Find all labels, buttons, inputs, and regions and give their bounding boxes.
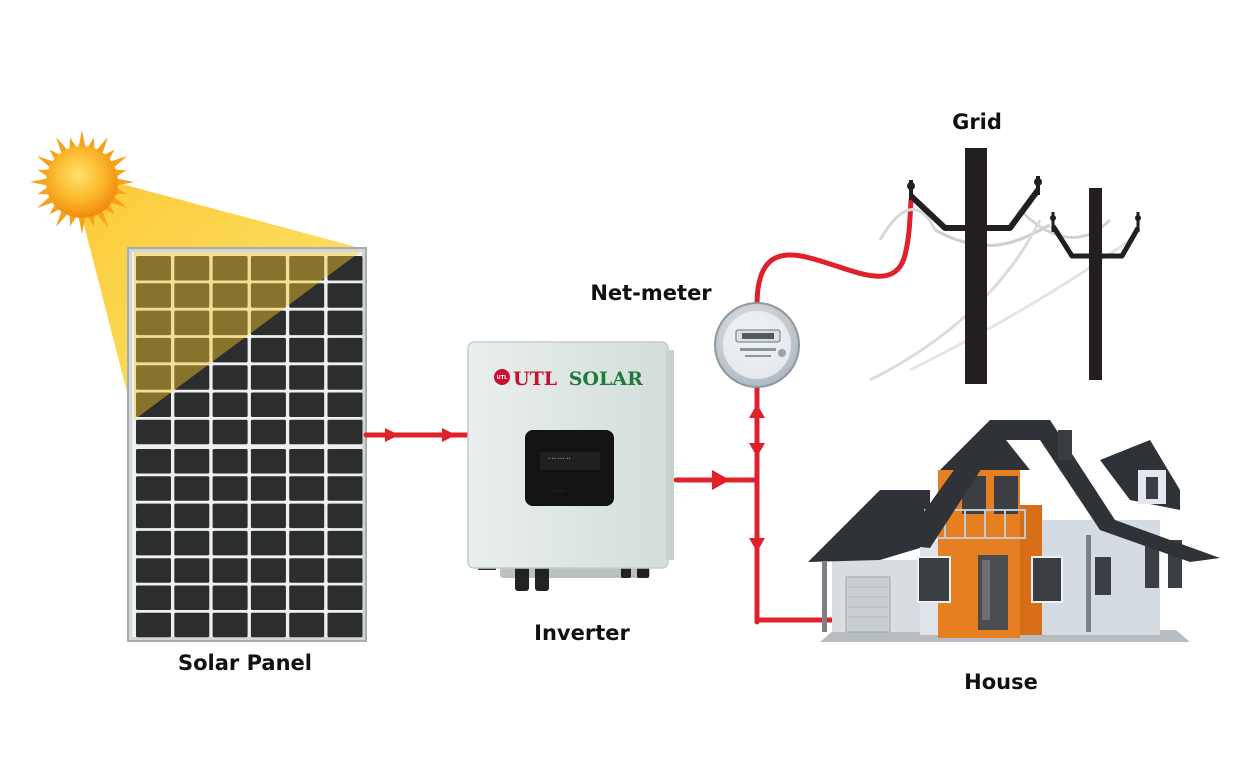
svg-text:◦ ◦ ◦ ◦: ◦ ◦ ◦ ◦ (552, 488, 565, 493)
inverter-icon: • •• ••• •• ◦ ◦ ◦ ◦ UTL UTL SOLAR (467, 341, 674, 591)
utl-logo-mark (494, 369, 510, 385)
net-meter-icon (714, 302, 800, 388)
solar-panel-icon (127, 247, 367, 642)
house-icon (808, 420, 1220, 642)
brand-utl: UTL (513, 368, 557, 390)
arrow-inverter-out (712, 470, 730, 490)
house-label: House (964, 670, 1038, 694)
brand-solar: SOLAR (569, 368, 643, 390)
arrow-down-1 (749, 443, 765, 457)
svg-text:• •• ••• ••: • •• ••• •• (548, 456, 571, 461)
arrow-panel-1 (385, 428, 399, 442)
arrow-panel-2 (442, 428, 456, 442)
wire-meter-to-grid (754, 197, 914, 308)
grid-label: Grid (952, 110, 1002, 134)
net-meter-label: Net-meter (590, 281, 712, 305)
svg-text:UTL SOLAR: UTL SOLAR (513, 368, 643, 390)
arrow-down-2 (749, 538, 765, 552)
flow-arrow-icon (385, 404, 765, 552)
utility-pole-icon (869, 148, 1141, 384)
solar-panel-label: Solar Panel (178, 651, 312, 675)
inverter-label: Inverter (534, 621, 630, 645)
utl-logo-mark-text: UTL (497, 375, 508, 381)
sun-icon (30, 130, 134, 234)
arrow-up-1 (749, 404, 765, 418)
